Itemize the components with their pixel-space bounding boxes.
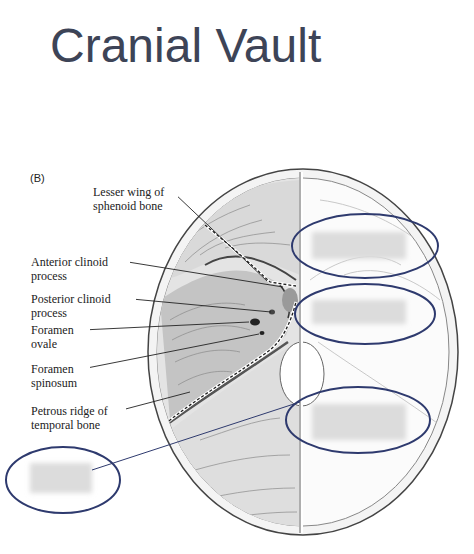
panel-letter: (B) xyxy=(30,172,45,184)
part-label: Foramen spinosum xyxy=(30,362,90,391)
slide-title: Cranial Vault xyxy=(50,20,321,73)
part-label: Lesser wing of sphenoid bone xyxy=(92,185,178,214)
part-label: Posterior clinoid process xyxy=(30,292,136,321)
midline xyxy=(299,172,303,533)
part-label: Foramen ovale xyxy=(30,323,90,352)
right-half-ghost xyxy=(310,200,444,428)
left-half-detail xyxy=(150,170,300,540)
part-label: Anterior clinoid process xyxy=(30,255,130,284)
midline xyxy=(299,172,300,533)
answer-ovals xyxy=(6,214,438,513)
skull-outline xyxy=(148,169,458,535)
part-label: Petrous ridge of temporal bone xyxy=(30,404,126,433)
